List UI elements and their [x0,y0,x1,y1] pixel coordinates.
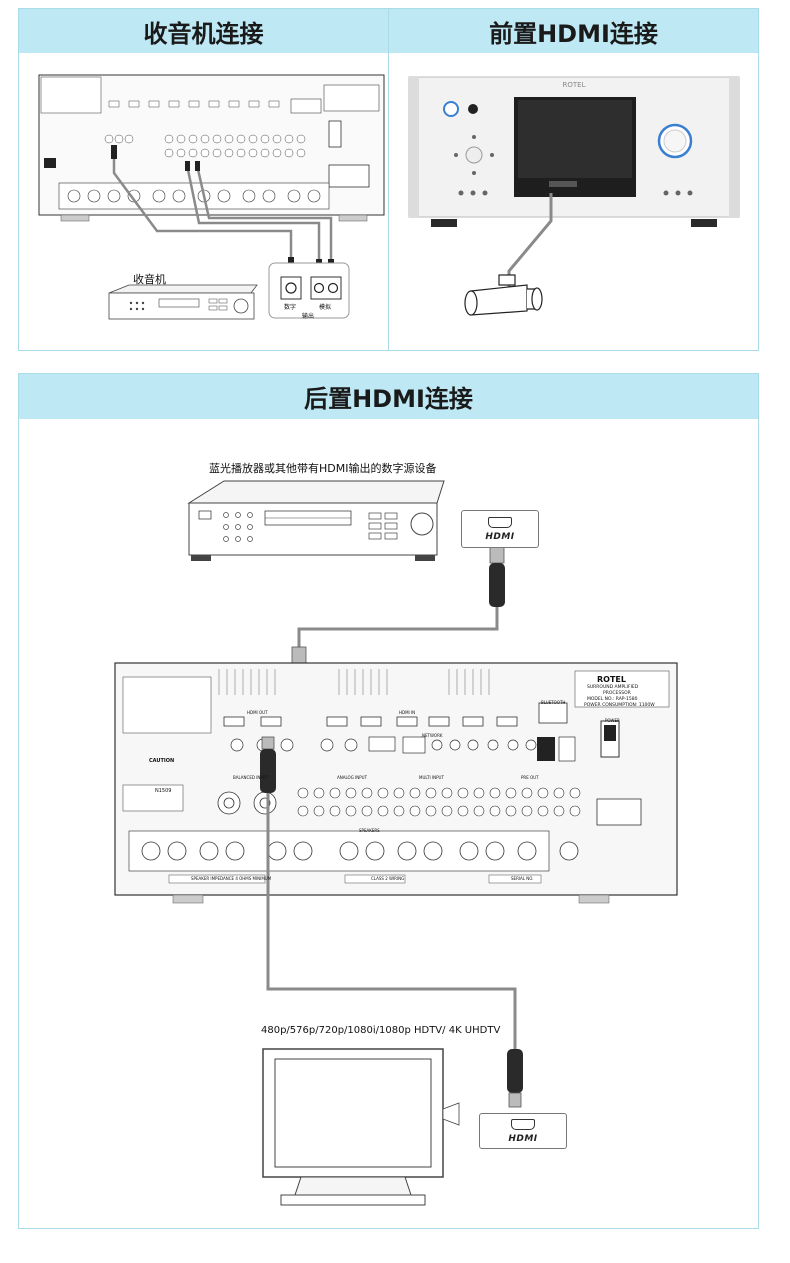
rear-label-speakers: SPEAKERS [359,828,380,833]
camcorder-icon [464,274,543,316]
rear-spec-line-3: MODEL NO.: RAP-1580 [587,697,638,702]
radio-device-label: 收音机 [133,273,166,286]
front-hdmi-title: 前置HDMI连接 [389,9,758,53]
hdmi-port-icon [511,1118,535,1130]
rear-label-hdmi-in: HDMI IN [399,710,416,715]
source-device-label: 蓝光播放器或其他带有HDMI输出的数字源设备 [209,462,437,475]
front-hdmi-panel: 前置HDMI连接 ROTEL [388,8,759,351]
rear-label-n1509: N1509 [155,788,172,794]
radio-connection-panel: 收音机连接 [18,8,389,351]
rear-label-caution: CAUTION [149,758,175,764]
radio-tuner-icon [108,284,258,320]
tv-icon [262,1048,460,1206]
rear-hdmi-diagram [114,480,678,1206]
rear-hdmi-title: 后置HDMI连接 [19,374,758,419]
radio-connection-title: 收音机连接 [19,9,388,53]
jack-label-analog: 模拟 [319,304,332,311]
rear-spec-line-4: POWER CONSUMPTION: 1100W [584,703,655,708]
rear-label-power: POWER [605,718,620,723]
tv-resolution-label: 480p/576p/720p/1080i/1080p HDTV/ 4K UHDT… [261,1025,501,1036]
hdmi-badge-text: HDMI [485,531,515,542]
rear-label-network: NETWORK [422,733,443,738]
front-hdmi-diagram: ROTEL [408,76,740,316]
hdmi-badge-text: HDMI [508,1133,538,1144]
rear-brand: ROTEL [597,675,626,684]
hdmi-port-badge-tv: HDMI [479,1113,567,1149]
rear-label-balanced: BALANCED INPUT [233,775,269,780]
rear-label-serial: SERIAL NO. [511,876,534,881]
rear-speaker-impedance: SPEAKER IMPEDANCE 4 OHMS MINIMUM [191,876,272,881]
front-brand: ROTEL [563,81,586,89]
rear-label-analog: ANALOG INPUT [337,775,368,780]
hdmi-port-badge-source: HDMI [461,510,539,548]
rear-spec-line-1: SURROUND AMPLIFIED [587,685,639,690]
receiver-front-icon [408,76,740,227]
rear-hdmi-panel: 后置HDMI连接 [18,373,759,1229]
jack-label-output: 输出 [302,313,315,320]
rear-label-hdmi-out: HDMI OUT [247,710,268,715]
jack-label-digital: 数字 [284,304,297,311]
rear-label-class2: CLASS 2 WIRING [371,876,405,881]
rear-label-multi: MULTI INPUT [419,775,444,780]
receiver-rear-icon [38,74,385,222]
rear-label-bluetooth: BLUETOOTH [541,700,566,705]
bluray-player-icon [187,480,445,561]
hdmi-port-icon [488,516,512,528]
rear-spec-line-2: PROCESSOR [603,691,631,696]
radio-connection-diagram [38,74,385,320]
receiver-rear-icon-large [114,662,678,904]
rear-label-preout: PRE OUT [521,775,539,780]
